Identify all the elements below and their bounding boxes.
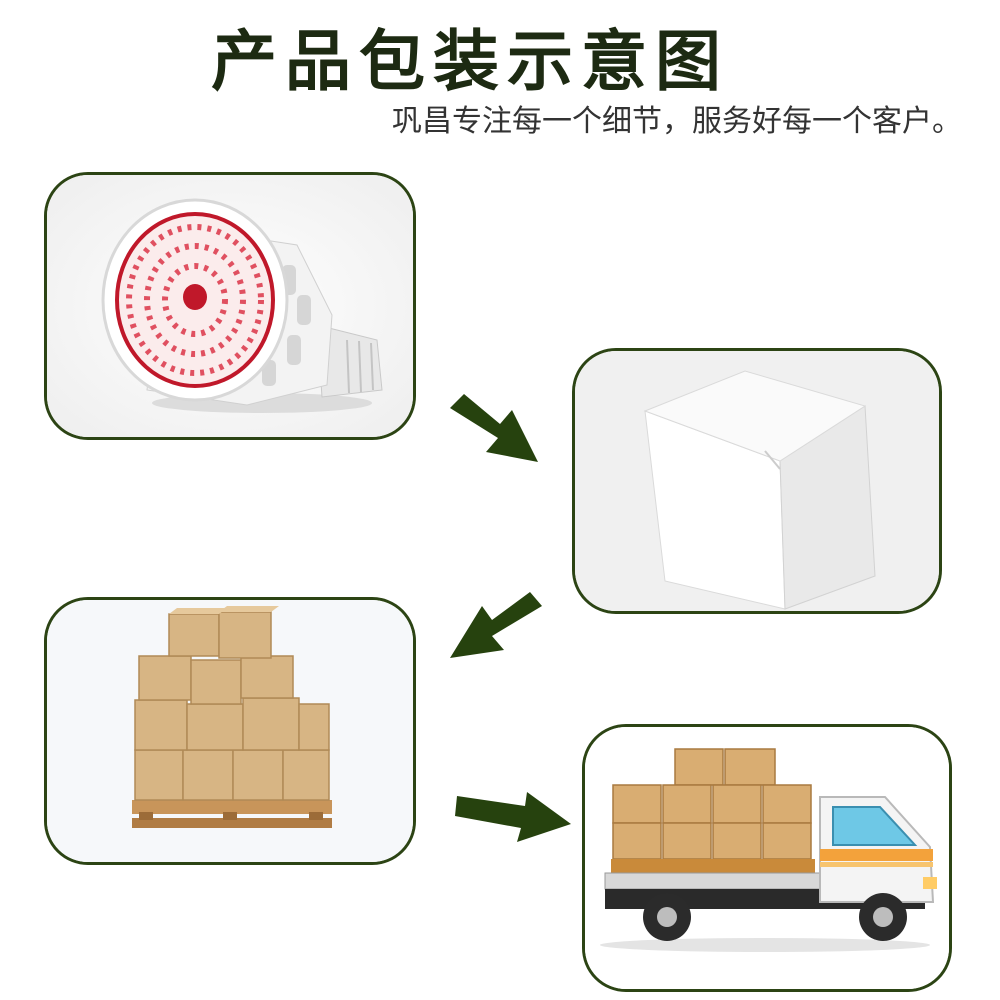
panel-led-bulb — [44, 172, 416, 440]
arrow-down-right-1 — [446, 390, 542, 466]
delivery-truck-image — [585, 727, 949, 989]
panel-delivery-truck — [582, 724, 952, 992]
arrow-down-right-icon — [450, 394, 538, 462]
panel-white-box — [572, 348, 942, 614]
page-subtitle: 巩昌专注每一个细节，服务好每一个客户。 — [392, 104, 962, 139]
arrow-right-icon — [455, 792, 571, 842]
page-title: 产品包装示意图 — [211, 22, 729, 100]
panel-stacked-cartons — [44, 597, 416, 865]
arrow-down-left-icon — [450, 592, 542, 658]
arrow-right — [455, 788, 573, 844]
white-box-image — [575, 351, 939, 611]
led-bulb-image — [47, 175, 413, 437]
stacked-cartons-image — [47, 600, 413, 862]
arrow-down-left — [446, 590, 546, 662]
